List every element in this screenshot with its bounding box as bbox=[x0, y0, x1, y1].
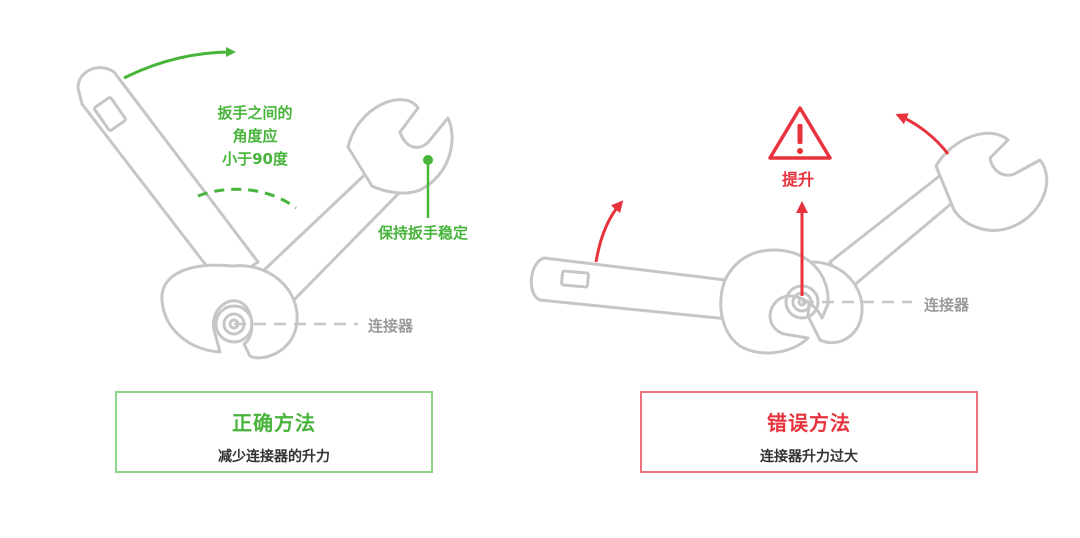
wrong-method-box: 错误方法 连接器升力过大 bbox=[640, 391, 978, 473]
angle-note: 扳手之间的 角度应 小于90度 bbox=[190, 102, 320, 171]
angle-arc-left bbox=[197, 187, 297, 210]
rotation-arrow-right-jaw bbox=[895, 113, 950, 155]
wrench-right-back bbox=[806, 131, 1049, 345]
hold-note: 保持扳手稳定 bbox=[378, 224, 469, 242]
correct-method-title: 正确方法 bbox=[232, 411, 316, 435]
wrench-left-front bbox=[76, 66, 299, 360]
connector-label-left: 连接器 bbox=[368, 317, 414, 335]
wrong-method-subtitle: 连接器升力过大 bbox=[760, 449, 858, 465]
wrong-method-title: 错误方法 bbox=[767, 411, 851, 435]
wrench-left-back bbox=[260, 98, 454, 304]
hold-point-dot bbox=[423, 155, 433, 165]
angle-note-line-3: 小于90度 bbox=[222, 150, 288, 168]
warning-triangle-icon bbox=[768, 106, 832, 160]
correct-method-box: 正确方法 减少连接器的升力 bbox=[115, 391, 433, 473]
angle-note-line-1: 扳手之间的 bbox=[217, 104, 293, 122]
lift-label: 提升 bbox=[782, 170, 815, 189]
rotation-arrow-right-handle bbox=[594, 200, 624, 263]
angle-note-line-2: 角度应 bbox=[232, 127, 278, 145]
connector-label-right: 连接器 bbox=[924, 296, 970, 314]
rotation-arrow-left bbox=[123, 47, 236, 80]
wrench-right-front bbox=[529, 248, 830, 355]
correct-method-subtitle: 减少连接器的升力 bbox=[218, 449, 330, 465]
